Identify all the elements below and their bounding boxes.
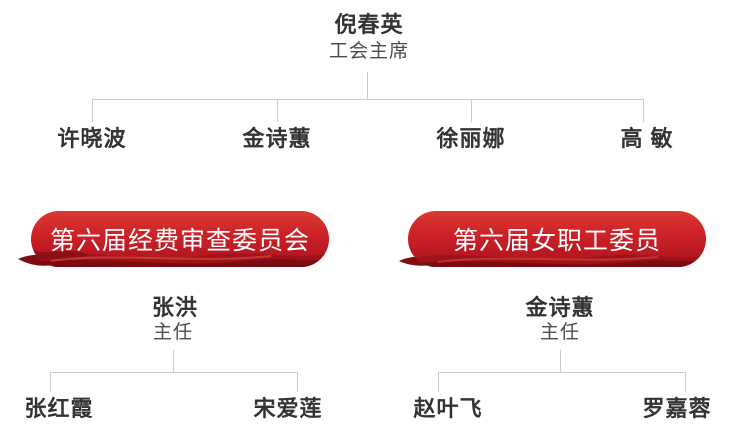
- connector-line: [643, 99, 644, 122]
- connector-line: [367, 72, 368, 99]
- connector-line: [50, 372, 298, 373]
- banner-label: 第六届女职工委员: [452, 227, 661, 255]
- connector-line: [92, 99, 644, 100]
- committee-member-name: 张红霞: [24, 396, 94, 421]
- committee-leader-title: 主任: [539, 322, 581, 343]
- committee-member-name: 罗嘉蓉: [642, 396, 712, 421]
- connector-line: [560, 350, 561, 372]
- committee-banner-funds-review: 第六届经费审查委员会: [18, 211, 329, 267]
- level2-member-name: 金诗蕙: [242, 126, 312, 151]
- ribbon-banner-graphic: [18, 211, 329, 267]
- connector-line: [471, 99, 472, 122]
- connector-line: [92, 99, 93, 122]
- level2-member-name: 高 敏: [620, 126, 674, 151]
- root-name: 倪春英: [334, 12, 404, 37]
- connector-line: [438, 372, 686, 373]
- connector-line: [50, 372, 51, 392]
- connector-line: [297, 372, 298, 392]
- level2-member-name: 许晓波: [57, 126, 127, 151]
- ribbon-banner-graphic: [399, 211, 706, 267]
- connector-line: [685, 372, 686, 392]
- committee-leader-name: 张洪: [151, 295, 199, 320]
- connector-line: [277, 99, 278, 122]
- connector-line: [173, 350, 174, 372]
- level2-member-name: 徐丽娜: [436, 126, 506, 151]
- committee-member-name: 赵叶飞: [413, 396, 483, 421]
- committee-leader-title: 主任: [152, 322, 194, 343]
- banner-label: 第六届经费审查委员会: [49, 227, 310, 255]
- connector-line: [438, 372, 439, 392]
- committee-member-name: 宋爱莲: [253, 396, 323, 421]
- committee-banner-women-workers: 第六届女职工委员: [399, 211, 706, 267]
- committee-leader-name: 金诗蕙: [525, 295, 595, 320]
- root-title: 工会主席: [328, 41, 410, 62]
